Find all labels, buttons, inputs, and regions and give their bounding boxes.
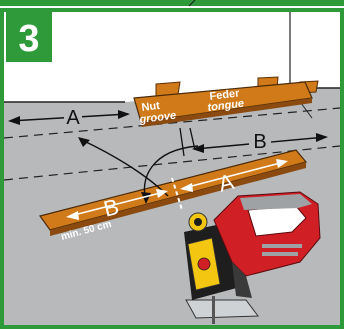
panel-frame [0,8,344,329]
arrowhead [118,110,130,119]
dashed-line-2 [3,145,341,181]
arrowhead [66,211,79,220]
dimension-b-plank-label: B [101,194,121,222]
label-bg [249,128,271,150]
dimension-b-plank-line [69,191,165,217]
jigsaw-icon [184,191,321,324]
dimension-a-plank-line [183,161,285,189]
arrowhead [8,116,20,125]
arrowhead [156,189,168,198]
step-number: 3 [18,18,39,60]
arrowhead [316,133,328,142]
step-badge [6,12,52,62]
groove-label: groove [138,110,177,127]
tongue-label: tongue [207,98,245,114]
cut-guide-line [179,127,185,157]
dimension-a-plank-label: A [216,169,237,197]
upper-plank-edge [141,98,312,127]
arrowhead [192,144,204,153]
arrowhead [141,192,151,204]
dashed-line-1 [3,107,341,139]
top-strip-line [188,0,196,7]
top-strip [0,0,344,6]
nut-label: Nut [141,100,161,114]
dimension-b-right-label: B [253,131,266,153]
feder-label: Feder [209,87,241,103]
dimension-a-top-label: A [66,107,80,129]
label-bg [64,106,82,126]
arrowhead [180,183,193,192]
cut-mark [171,177,183,211]
arrowhead [276,159,288,168]
arrowhead [78,137,90,147]
